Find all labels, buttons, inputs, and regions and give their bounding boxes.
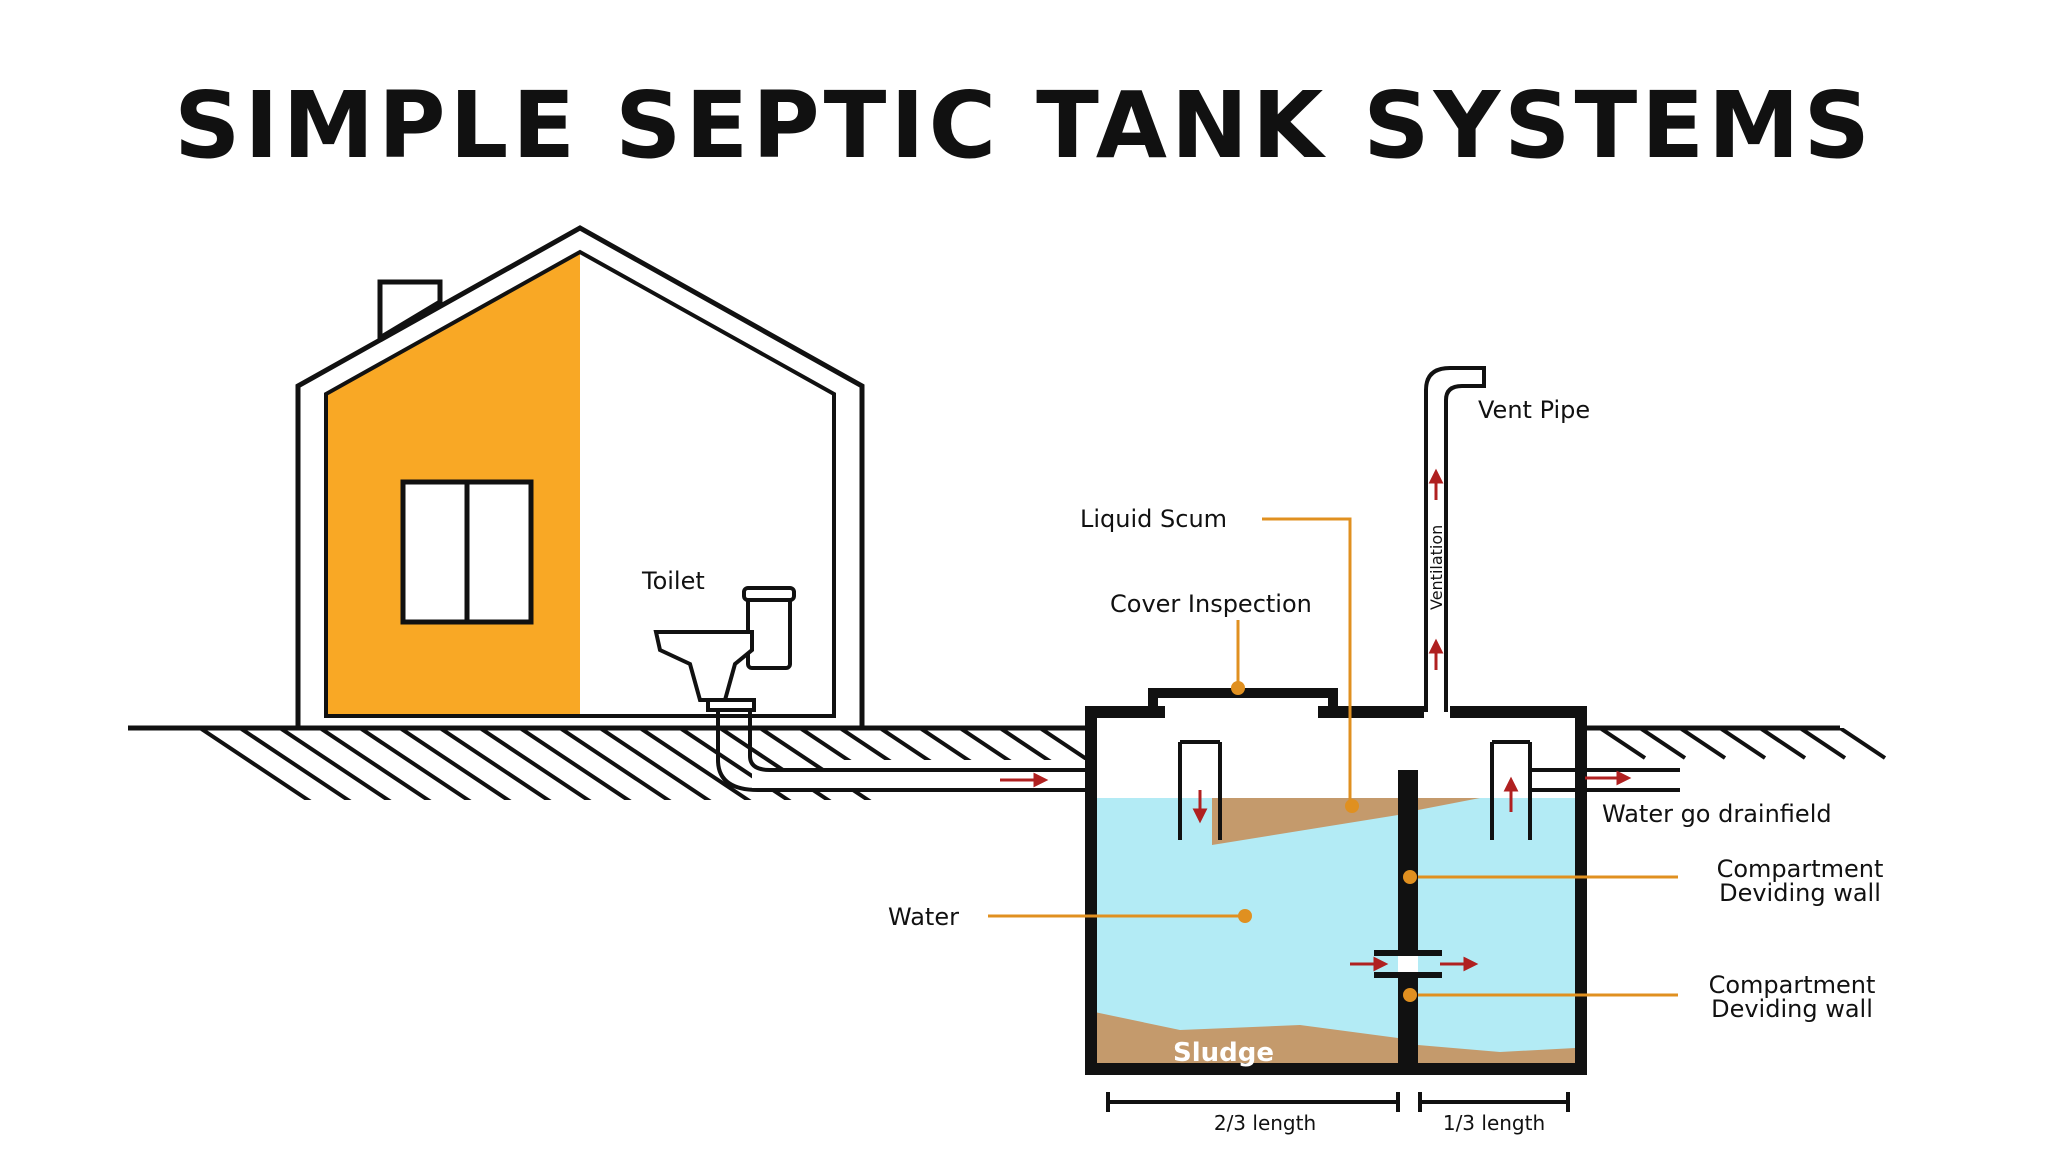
tank-roof-right [1318,706,1424,718]
page-title: SIMPLE SEPTIC TANK SYSTEMS [174,72,1874,179]
chimney [377,279,443,343]
tank-roof-left [1085,706,1165,718]
sludge-second [1418,1045,1575,1067]
water-main-chamber [1085,798,1398,1067]
label-water-drainfield: Water go drainfield [1602,800,1832,828]
label-compartment-wall-2-line1: Compartment [1709,971,1876,999]
label-vent-pipe: Vent Pipe [1478,396,1590,424]
water-second-chamber [1418,798,1575,1067]
scum-second-chamber [1418,798,1480,810]
tank-roof-far-right [1450,706,1587,718]
inlet-pipe [716,710,1085,792]
label-ventilation: Ventilation [1427,525,1446,610]
arrow-vent-lower [1428,638,1444,670]
label-one-third-length: 1/3 length [1443,1111,1545,1135]
vent-pipe [1424,366,1486,712]
label-sludge: Sludge [1173,1038,1274,1068]
house [295,225,865,731]
label-compartment-wall-1-line2: Deviding wall [1719,879,1881,907]
hatch-mask-mid [840,760,1090,900]
label-compartment-wall-2-line2: Deviding wall [1711,995,1873,1023]
wall-opening-top [1374,950,1442,956]
septic-tank [1085,688,1587,1075]
cover-post-left [1148,688,1158,712]
leader-liquid-scum [1262,517,1352,805]
label-cover-inspection: Cover Inspection [1110,590,1312,618]
label-water: Water [888,903,959,931]
leader-lines [988,517,1678,997]
dividing-wall-upper [1398,770,1418,955]
wall-opening-bottom [1374,972,1442,978]
inspection-cover [1148,688,1338,698]
tank-floor [1085,1063,1587,1075]
outlet-pipe [1530,768,1680,792]
cover-post-right [1328,688,1338,712]
flow-arrows [1000,468,1632,972]
arrow-tee-up [1503,776,1519,812]
label-compartment-wall-1-line1: Compartment [1717,855,1884,883]
toilet-icon [653,586,796,712]
hatch-mask-left [0,728,200,760]
leader-dots [1231,681,1417,1002]
arrow-outlet [1585,770,1632,786]
inlet-pipe-fill [752,772,1085,788]
hatch-mask [0,800,1080,900]
tank-left-wall [1085,706,1097,1075]
label-toilet: Toilet [641,567,705,595]
arrow-tee-down [1192,790,1208,824]
tank-right-wall [1575,706,1587,1075]
arrow-wall-right [1440,956,1479,972]
arrow-wall-left [1350,956,1389,972]
arrow-vent-upper [1428,468,1444,500]
inlet-tee [1178,740,1222,840]
sludge-main [1085,1010,1398,1067]
label-two-thirds-length: 2/3 length [1214,1111,1316,1135]
label-liquid-scum: Liquid Scum [1080,505,1227,533]
dimension-lines [1106,1092,1570,1112]
arrow-inlet [1000,772,1049,788]
